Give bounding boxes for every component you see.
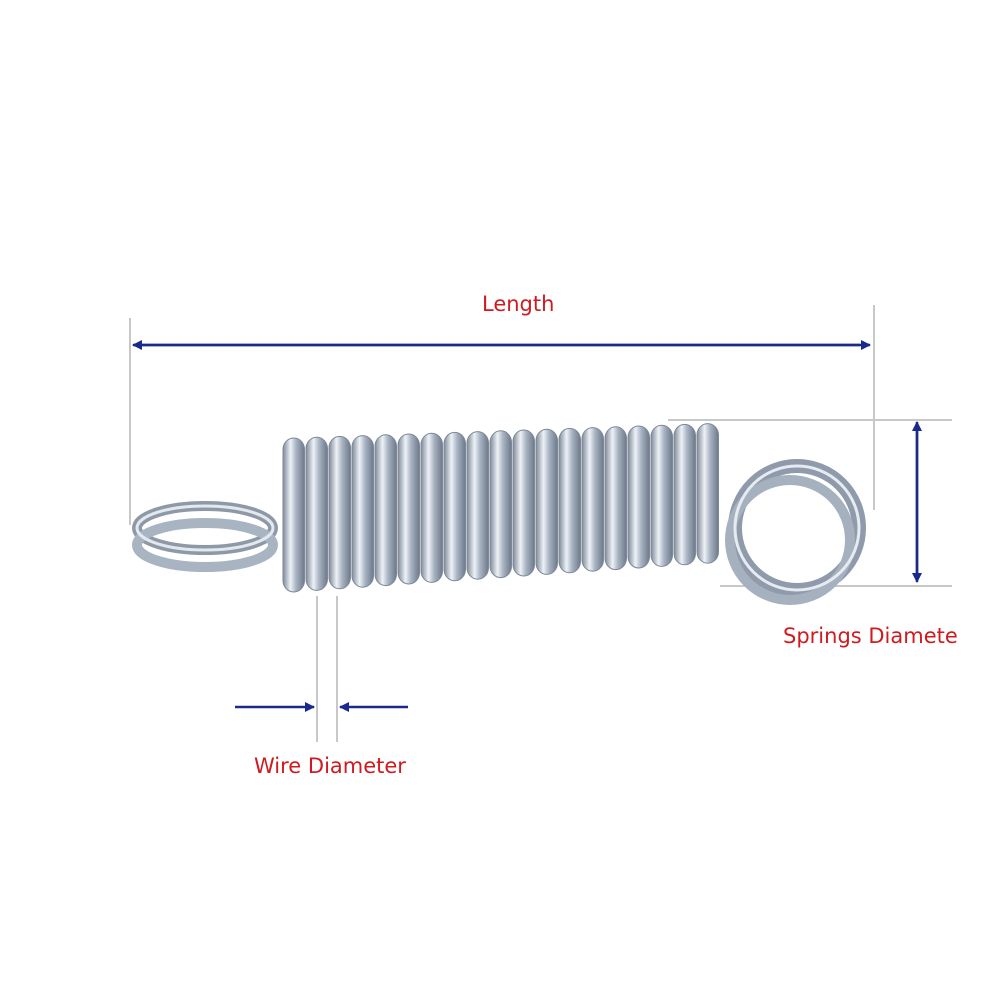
- coil-turn: [282, 437, 305, 593]
- coil-turn: [328, 435, 351, 590]
- coil-turn: [512, 429, 535, 577]
- left-hook-loop: [132, 501, 278, 572]
- coil-turn: [673, 423, 696, 566]
- wire-diameter-label: Wire Diameter: [254, 754, 406, 778]
- length-label: Length: [482, 292, 555, 316]
- coil-turn: [604, 426, 627, 571]
- coil-turn: [420, 432, 443, 583]
- coil-turn: [558, 427, 581, 574]
- coil-turn: [535, 428, 558, 575]
- coil-turn: [489, 430, 512, 579]
- coil-turn: [466, 431, 489, 580]
- coil-turn: [627, 425, 650, 569]
- coil-turn: [650, 424, 673, 567]
- coil-turn: [351, 435, 374, 588]
- dimension-arrows: [132, 340, 922, 712]
- spring-coils: [282, 423, 719, 593]
- coil-turn: [305, 436, 328, 591]
- coil-turn: [696, 423, 719, 564]
- coil-turn: [374, 434, 397, 587]
- coil-turn: [397, 433, 420, 585]
- spring-diameter-label: Springs Diamete: [783, 624, 958, 648]
- coil-turn: [581, 427, 604, 572]
- right-hook-loop: [725, 459, 866, 605]
- coil-turn: [443, 431, 466, 582]
